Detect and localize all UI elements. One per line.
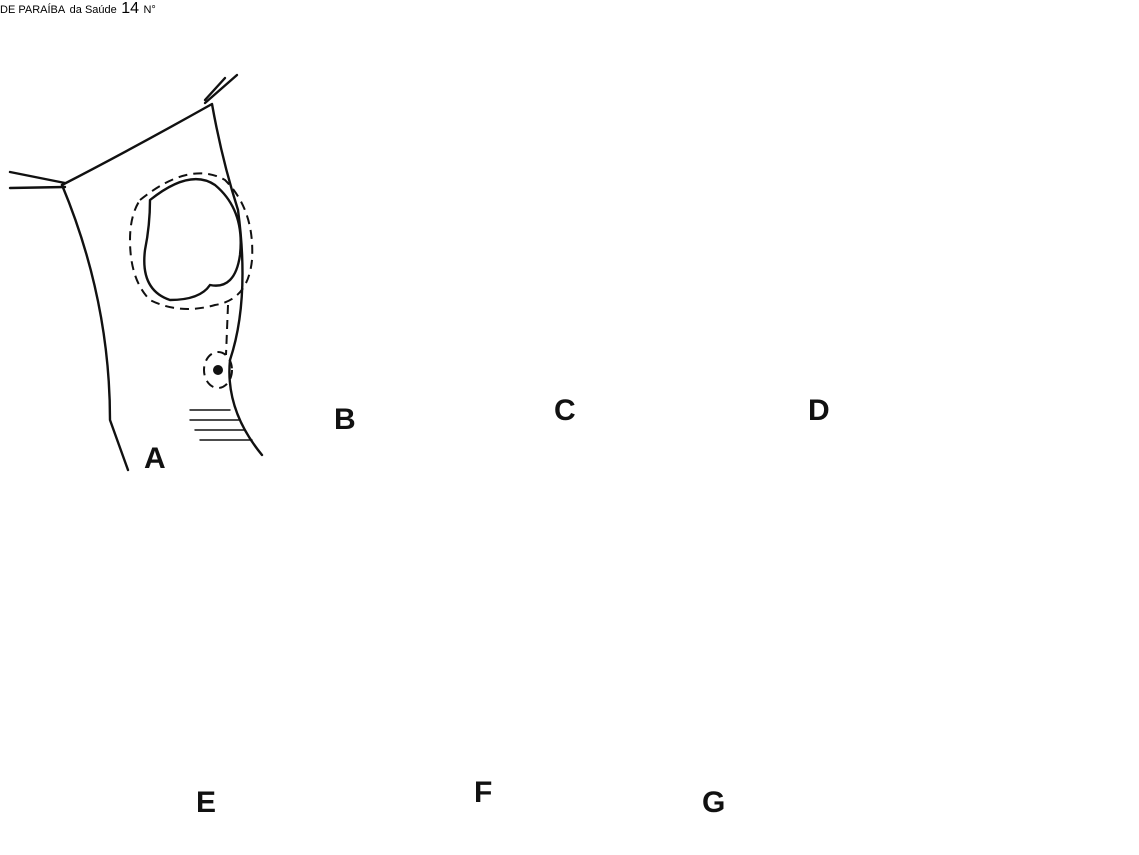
- panel-label-c: C: [554, 396, 576, 426]
- panel-label-b: B: [334, 405, 356, 435]
- panel-label-g: G: [702, 788, 725, 818]
- panel-label-f: F: [474, 778, 492, 808]
- panel-label-a: A: [144, 444, 166, 474]
- panel-label-e: E: [196, 788, 216, 818]
- panel-a-drawing: [10, 75, 262, 470]
- panel-label-d: D: [808, 396, 830, 426]
